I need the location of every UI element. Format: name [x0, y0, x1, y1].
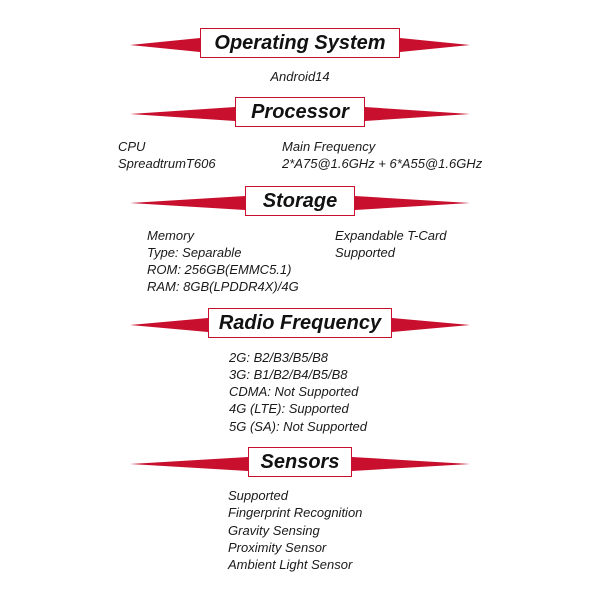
- section-title-operating-system: Operating System: [200, 28, 400, 58]
- section-header-sensors: Sensors: [0, 447, 600, 481]
- sensor-line: Proximity Sensor: [228, 540, 327, 555]
- memory-line: ROM: 256GB(EMMC5.1): [147, 262, 292, 277]
- radio-line: 2G: B2/B3/B5/B8: [229, 350, 329, 365]
- tcard-line: Expandable T-Card: [335, 228, 447, 243]
- frequency-value: 2*A75@1.6GHz + 6*A55@1.6GHz: [282, 156, 483, 171]
- section-header-processor: Processor: [0, 97, 600, 131]
- cpu-label: CPU: [118, 139, 146, 154]
- memory-line: RAM: 8GB(LPDDR4X)/4G: [147, 279, 299, 294]
- frequency-label: Main Frequency: [282, 139, 376, 154]
- sensor-line: Supported: [228, 488, 288, 503]
- section-title-storage: Storage: [245, 186, 355, 216]
- os-value: Android14: [270, 69, 330, 84]
- section-title-radio-frequency: Radio Frequency: [208, 308, 392, 338]
- cpu-value: SpreadtrumT606: [118, 156, 216, 171]
- radio-line: CDMA: Not Supported: [229, 384, 359, 399]
- radio-line: 4G (LTE): Supported: [229, 401, 349, 416]
- section-header-storage: Storage: [0, 186, 600, 220]
- memory-line: Memory: [147, 228, 194, 243]
- section-header-radio-frequency: Radio Frequency: [0, 308, 600, 342]
- sensor-line: Ambient Light Sensor: [228, 557, 353, 572]
- tcard-line: Supported: [335, 245, 395, 260]
- sensor-line: Fingerprint Recognition: [228, 505, 363, 520]
- radio-line: 5G (SA): Not Supported: [229, 419, 368, 434]
- sensor-line: Gravity Sensing: [228, 523, 320, 538]
- radio-line: 3G: B1/B2/B4/B5/B8: [229, 367, 348, 382]
- section-title-processor: Processor: [235, 97, 365, 127]
- memory-line: Type: Separable: [147, 245, 242, 260]
- section-title-sensors: Sensors: [248, 447, 352, 477]
- section-header-operating-system: Operating System: [0, 28, 600, 62]
